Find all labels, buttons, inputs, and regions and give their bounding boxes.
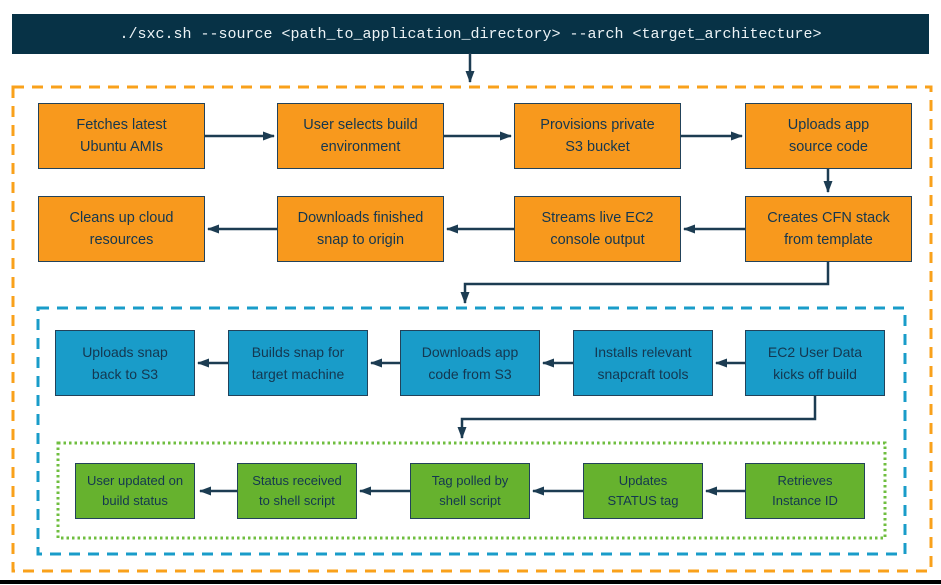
node-tag-polled: Tag polled by shell script [410, 463, 530, 519]
node-build-snap: Builds snap for target machine [228, 330, 368, 396]
build-container-border [36, 306, 907, 556]
node-download-snap: Downloads finished snap to origin [277, 196, 444, 262]
node-provision-s3: Provisions private S3 bucket [514, 103, 681, 169]
node-ec2-user-data: EC2 User Data kicks off build [745, 330, 885, 396]
node-create-cfn-stack: Creates CFN stack from template [745, 196, 912, 262]
node-retrieve-instance-id: Retrieves Instance ID [745, 463, 865, 519]
node-download-app-code: Downloads app code from S3 [400, 330, 540, 396]
node-update-status-tag: Updates STATUS tag [583, 463, 703, 519]
connector-ec2-to-status-section [457, 396, 817, 439]
node-select-environment: User selects build environment [277, 103, 444, 169]
node-upload-snap-s3: Uploads snap back to S3 [55, 330, 195, 396]
node-status-received: Status received to shell script [237, 463, 357, 519]
node-install-snapcraft: Installs relevant snapcraft tools [573, 330, 713, 396]
node-stream-console: Streams live EC2 console output [514, 196, 681, 262]
status-container-border [56, 441, 887, 540]
command-text: ./sxc.sh --source <path_to_application_d… [119, 25, 822, 43]
node-user-updated: User updated on build status [75, 463, 195, 519]
node-upload-source: Uploads app source code [745, 103, 912, 169]
window-bottom-edge [0, 580, 941, 584]
node-fetch-amis: Fetches latest Ubuntu AMIs [38, 103, 205, 169]
connector-cfn-to-build-section [460, 262, 830, 304]
command-bar: ./sxc.sh --source <path_to_application_d… [12, 14, 929, 54]
node-cleanup-resources: Cleans up cloud resources [38, 196, 205, 262]
provisioning-container-border [11, 85, 933, 573]
